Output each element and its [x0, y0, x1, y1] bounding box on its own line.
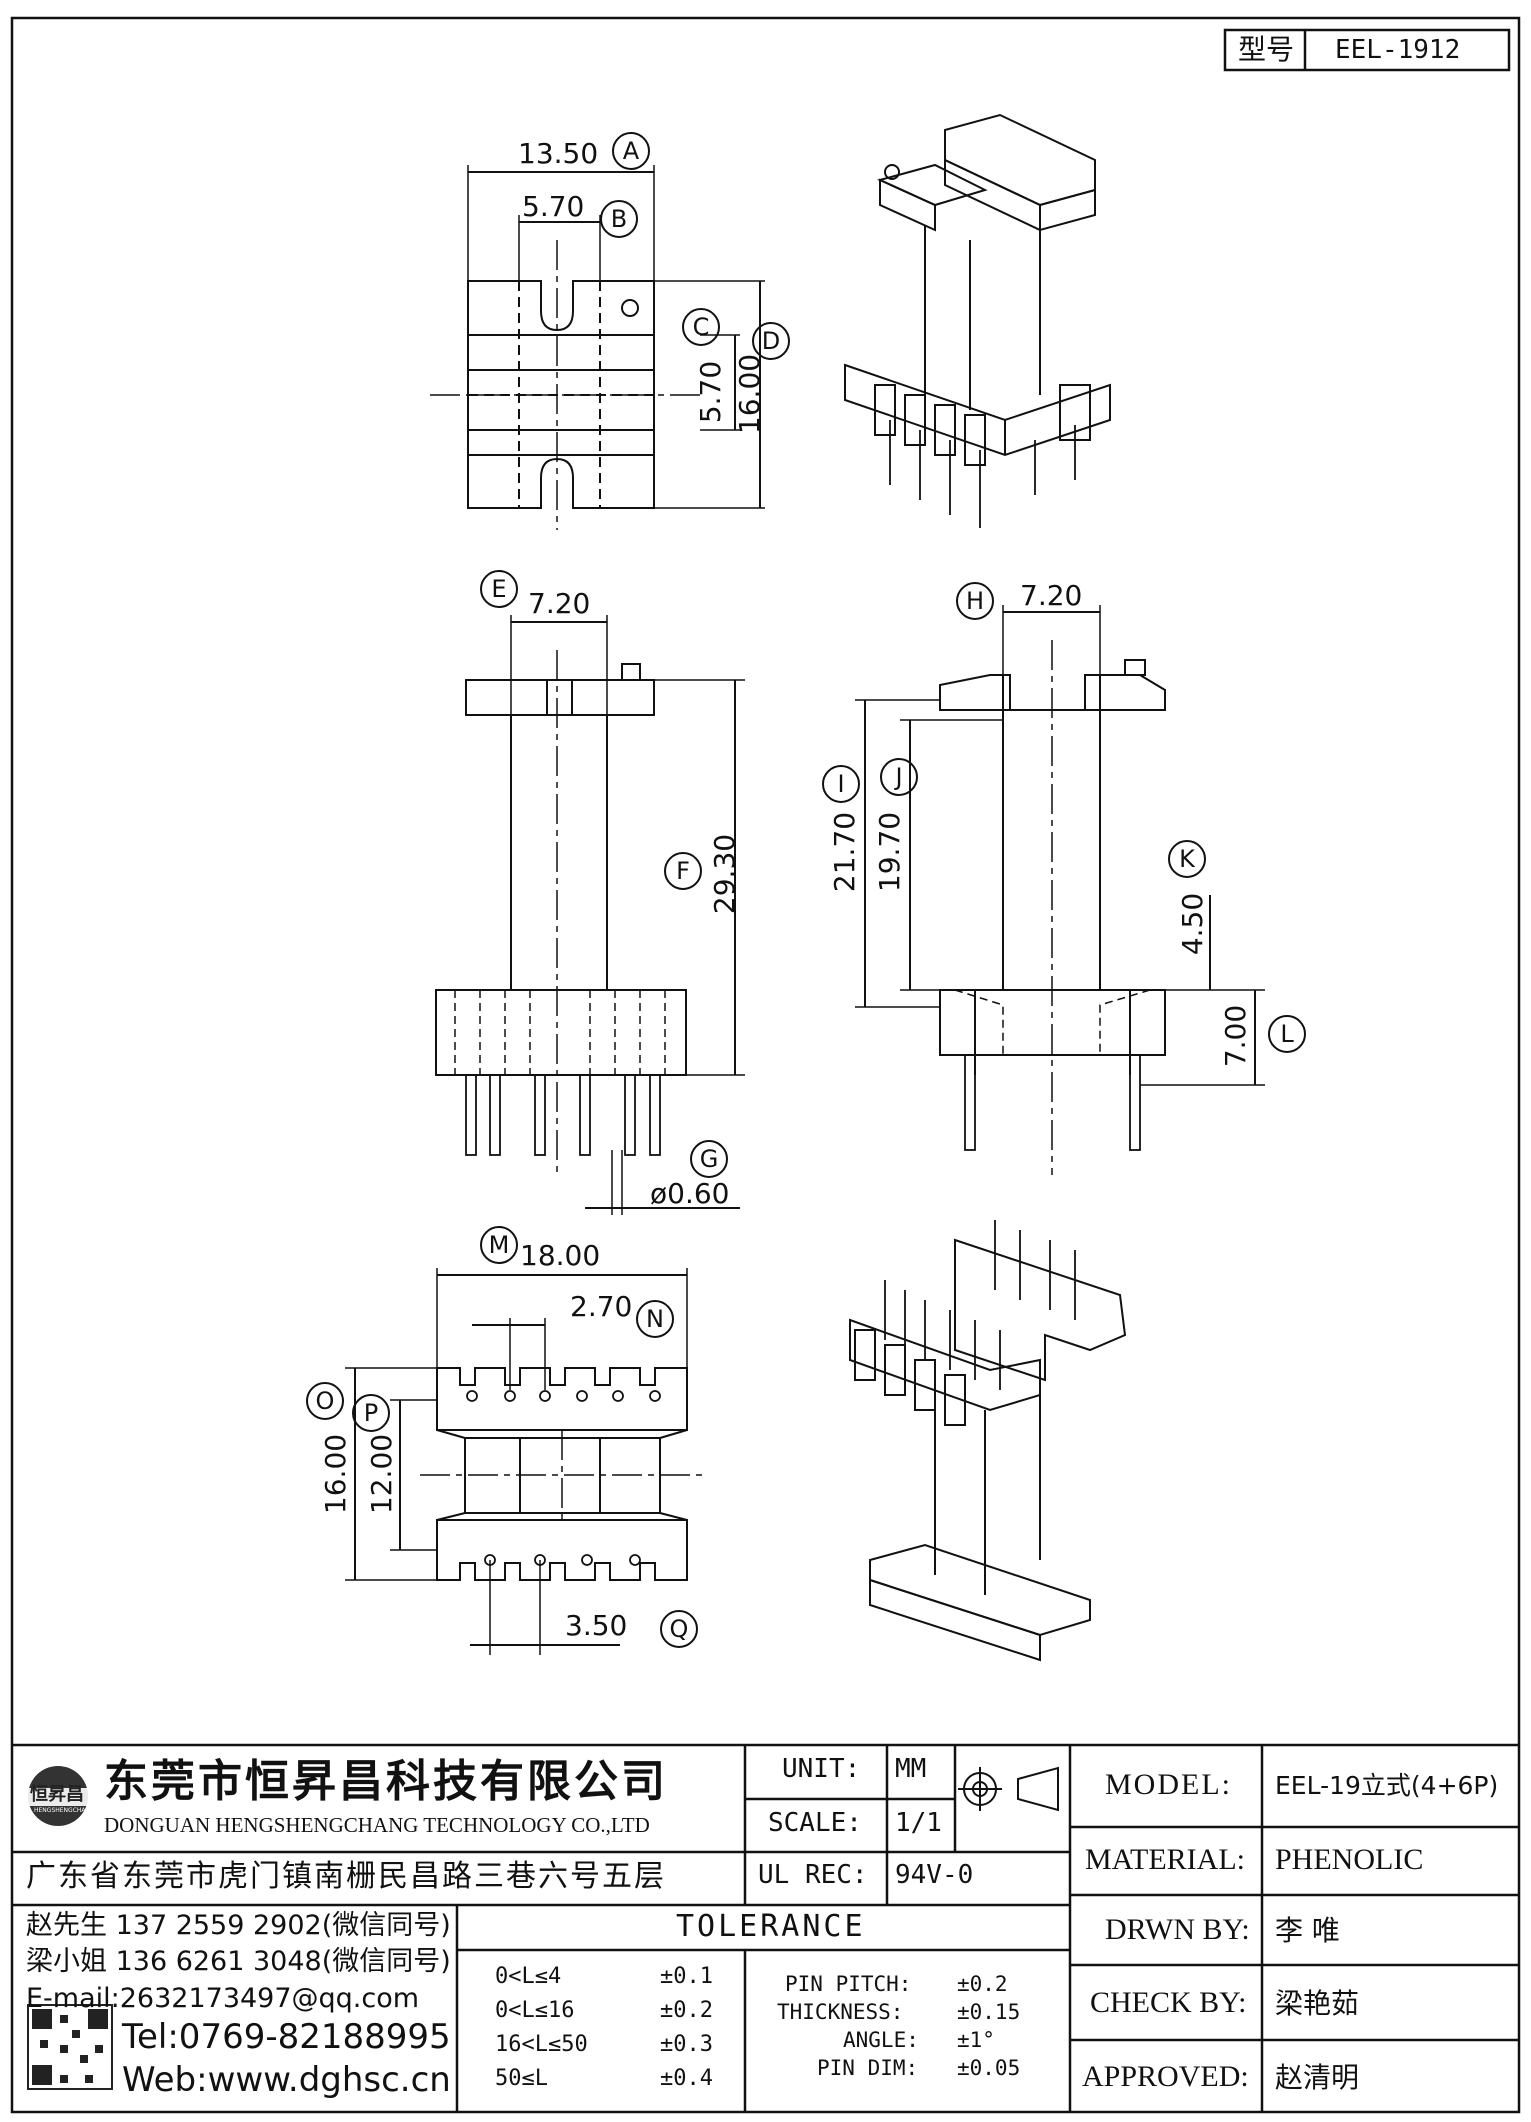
- marker-o: O: [306, 1382, 344, 1420]
- drawn-by-value: 李 唯: [1275, 1914, 1340, 1947]
- email: E-mail:2632173497@qq.com: [26, 1983, 420, 2014]
- contact-1: 赵先生 137 2559 2902(微信同号): [26, 1910, 451, 1941]
- check-by-label: CHECK BY:: [1090, 1986, 1247, 2019]
- dim-q-value: 3.50: [565, 1609, 628, 1642]
- unit-value: MM: [895, 1754, 927, 1784]
- type-value: EEL-1912: [1335, 35, 1461, 65]
- marker-e: E: [480, 570, 518, 608]
- projection-symbol-icon: [958, 1766, 1059, 1812]
- marker-g: G: [690, 1140, 728, 1178]
- type-box: [1223, 28, 1511, 72]
- dim-c-value: 5.70: [694, 360, 728, 424]
- qr-code-icon: [27, 2004, 113, 2090]
- marker-l: L: [1268, 1015, 1306, 1053]
- dim-n-value: 2.70: [570, 1290, 633, 1323]
- tol-value-2: ±0.2: [660, 1998, 713, 2023]
- marker-h: H: [956, 582, 994, 620]
- material-label: MATERIAL:: [1085, 1843, 1245, 1876]
- marker-b: B: [600, 200, 638, 238]
- dim-g-value: ø0.60: [650, 1177, 730, 1210]
- check-by-value: 梁艳茹: [1275, 1987, 1360, 2020]
- dim-l-value: 7.00: [1219, 1004, 1253, 1068]
- company-name-cn: 东莞市恒昇昌科技有限公司: [104, 1756, 668, 1807]
- angle-value: ±1°: [957, 2028, 995, 2052]
- dim-h-value: 7.20: [1020, 579, 1083, 612]
- dim-i-value: 21.70: [828, 811, 862, 893]
- iso-view-bottom: [849, 1220, 1127, 1662]
- dim-m-value: 18.00: [520, 1239, 601, 1272]
- pin-dim-label: PIN DIM:: [817, 2056, 919, 2080]
- dim-a-value: 13.50: [518, 137, 599, 170]
- marker-n: N: [636, 1300, 674, 1338]
- iso-view-top: [844, 113, 1111, 528]
- model-value: EEL-19立式(4+6P): [1275, 1771, 1499, 1800]
- company-address: 广东省东莞市虎门镇南栅民昌路三巷六号五层: [26, 1859, 666, 1894]
- tol-range-3: 16<L≤50: [495, 2032, 588, 2057]
- dim-k-value: 4.50: [1176, 892, 1210, 956]
- dim-o-value: 16.00: [319, 1433, 353, 1515]
- pin-pitch-value: ±0.2: [957, 1972, 1008, 1996]
- tolerance-title: TOLERANCE: [676, 1909, 866, 1944]
- logo-text: 恒昇昌: [30, 1784, 84, 1805]
- company-name-en: DONGUAN HENGSHENGCHANG TECHNOLOGY CO.,LT…: [104, 1813, 650, 1837]
- model-label: MODEL:: [1105, 1768, 1232, 1801]
- marker-p: P: [352, 1394, 390, 1432]
- marker-i: I: [822, 765, 860, 803]
- thickness-label: THICKNESS:: [777, 2000, 904, 2024]
- dim-d-value: 16.00: [733, 353, 767, 435]
- side-view: [855, 605, 1265, 1175]
- sheet-border: [10, 16, 1521, 2114]
- tol-value-3: ±0.3: [660, 2032, 713, 2057]
- dim-j-value: 19.70: [873, 811, 907, 893]
- marker-d: D: [752, 322, 790, 360]
- front-view: [435, 615, 745, 1215]
- scale-value: 1/1: [895, 1808, 942, 1838]
- dim-b-value: 5.70: [522, 190, 585, 223]
- ulrec-value: 94V-0: [895, 1860, 974, 1890]
- ulrec-label: UL REC:: [758, 1860, 868, 1890]
- marker-m: M: [480, 1226, 518, 1264]
- tol-range-2: 0<L≤16: [495, 1998, 575, 2023]
- tol-range-1: 0<L≤4: [495, 1964, 562, 1989]
- unit-label: UNIT:: [782, 1754, 861, 1784]
- telephone: Tel:0769-82188995: [122, 2017, 451, 2057]
- marker-c: C: [682, 308, 720, 346]
- top-view: [430, 165, 765, 530]
- dim-p-value: 12.00: [365, 1433, 399, 1515]
- approved-label: APPROVED:: [1082, 2060, 1249, 2093]
- type-label: 型号: [1238, 33, 1295, 66]
- marker-k: K: [1168, 840, 1206, 878]
- scale-label: SCALE:: [768, 1808, 862, 1838]
- dim-e-value: 7.20: [528, 587, 591, 620]
- marker-a: A: [612, 132, 650, 170]
- marker-f: F: [664, 852, 702, 890]
- angle-label: ANGLE:: [843, 2028, 919, 2052]
- logo-subtext: HENGSHENGCHANG: [34, 1807, 95, 1814]
- marker-j: J: [880, 758, 918, 796]
- company-logo-icon: [28, 1766, 88, 1826]
- tol-value-4: ±0.4: [660, 2066, 713, 2091]
- dim-f-value: 29.30: [708, 833, 742, 915]
- pin-pitch-label: PIN PITCH:: [785, 1972, 912, 1996]
- material-value: PHENOLIC: [1275, 1843, 1424, 1876]
- pin-dim-value: ±0.05: [957, 2056, 1021, 2080]
- drawn-by-label: DRWN BY:: [1105, 1913, 1250, 1946]
- tol-range-4: 50≤L: [495, 2066, 548, 2091]
- approved-value: 赵清明: [1275, 2061, 1360, 2094]
- website: Web:www.dghsc.cn: [122, 2060, 451, 2100]
- tol-value-1: ±0.1: [660, 1964, 713, 1989]
- marker-q: Q: [660, 1610, 698, 1648]
- thickness-value: ±0.15: [957, 2000, 1021, 2024]
- contact-2: 梁小姐 136 6261 3048(微信同号): [26, 1946, 451, 1977]
